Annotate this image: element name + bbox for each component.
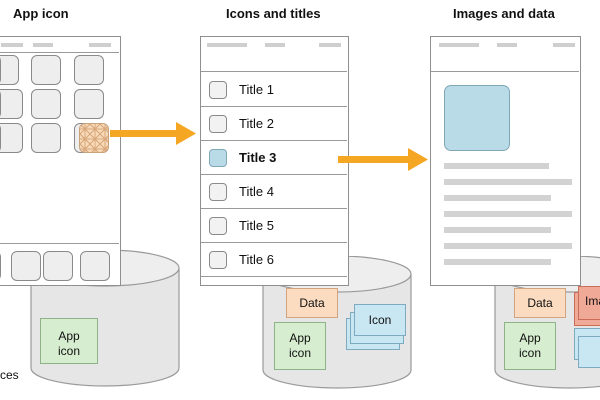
doc-image-partial: Ima [578, 286, 600, 320]
doc-icon-stack-right-2 [578, 336, 600, 368]
row-title: Title 6 [239, 252, 274, 267]
row-icon [209, 81, 227, 99]
app-tile[interactable] [0, 89, 23, 119]
dock-divider [0, 243, 119, 245]
status-bar-segment [207, 43, 247, 47]
divider [201, 71, 347, 73]
doc-app-icon-right: App icon [504, 322, 556, 370]
doc-data: Data [286, 288, 338, 318]
phone-home-screen [0, 36, 121, 286]
list-row[interactable]: Title 1 [201, 73, 347, 107]
text-line [444, 243, 572, 249]
text-line [444, 195, 551, 201]
doc-icon: Icon [354, 304, 406, 336]
phone-detail-screen [430, 36, 581, 286]
divider [431, 71, 579, 73]
row-icon [209, 217, 227, 235]
row-title: Title 1 [239, 82, 274, 97]
app-tile[interactable] [0, 123, 23, 153]
text-line [444, 227, 551, 233]
status-bar-segment [319, 43, 341, 47]
app-tile[interactable] [74, 55, 104, 85]
dock-tile[interactable] [80, 251, 110, 281]
app-tile[interactable] [31, 55, 61, 85]
doc-data-right: Data [514, 288, 566, 318]
flow-arrow-1 [110, 122, 196, 145]
heading-icons-titles: Icons and titles [226, 6, 321, 21]
text-line [444, 179, 572, 185]
list-row[interactable]: Title 3 [201, 141, 347, 175]
row-title: Title 2 [239, 116, 274, 131]
row-icon [209, 115, 227, 133]
status-bar-segment [265, 43, 285, 47]
status-bar-segment [553, 43, 575, 47]
phone-list-screen: Title 1 Title 2 Title 3 Title 4 Title 5 Title… [200, 36, 349, 286]
row-title: Title 4 [239, 184, 274, 199]
row-icon [209, 251, 227, 269]
app-tile[interactable] [31, 123, 61, 153]
selected-row-icon [209, 149, 227, 167]
app-tile[interactable] [31, 89, 61, 119]
row-icon [209, 183, 227, 201]
doc-app-icon: App icon [40, 318, 98, 364]
text-line [444, 211, 572, 217]
flow-arrow-2 [338, 148, 428, 171]
status-bar-segment [1, 43, 23, 47]
status-bar-segment [497, 43, 517, 47]
status-bar-segment [89, 43, 111, 47]
image-placeholder [444, 85, 510, 151]
doc-app-icon-middle: App icon [274, 322, 326, 370]
row-title: Title 5 [239, 218, 274, 233]
dock-tile[interactable] [11, 251, 41, 281]
divider [0, 52, 119, 54]
status-bar-segment [439, 43, 479, 47]
text-line [444, 163, 549, 169]
list-row[interactable]: Title 4 [201, 175, 347, 209]
list-row[interactable]: Title 2 [201, 107, 347, 141]
app-tile[interactable] [74, 89, 104, 119]
app-tile[interactable] [0, 55, 19, 85]
status-bar-segment [33, 43, 53, 47]
caption-partial: ces [0, 368, 19, 382]
dock-tile[interactable] [0, 251, 1, 281]
list-row[interactable]: Title 6 [201, 243, 347, 277]
list-row[interactable]: Title 5 [201, 209, 347, 243]
row-title: Title 3 [239, 150, 277, 165]
heading-app-icon: App icon [13, 6, 69, 21]
highlighted-app-icon[interactable] [79, 123, 109, 153]
text-line [444, 259, 551, 265]
dock-tile[interactable] [43, 251, 73, 281]
heading-images-data: Images and data [453, 6, 555, 21]
